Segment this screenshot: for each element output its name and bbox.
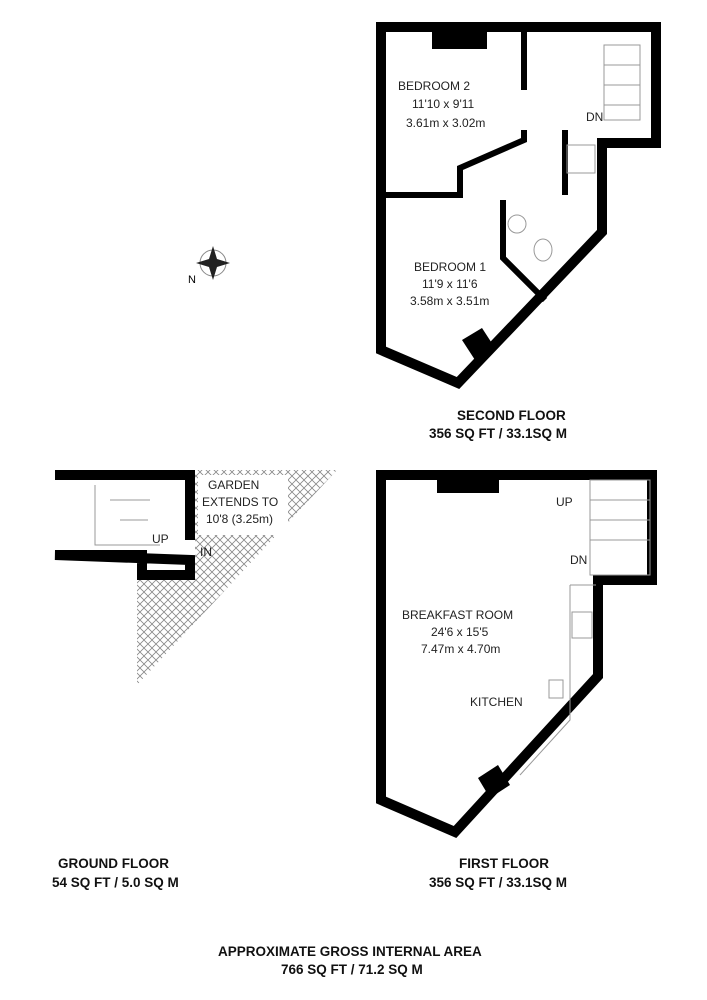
chimney-breast <box>432 27 487 49</box>
kitchen-counter <box>519 584 596 776</box>
room-imperial: 24'6 x 15'5 <box>431 625 489 639</box>
floor-title: GROUND FLOOR <box>58 856 169 871</box>
entrance-label: IN <box>200 545 212 559</box>
stairs-icon <box>589 479 651 576</box>
floor-area: 356 SQ FT / 33.1SQ M <box>429 426 567 441</box>
room-metric: 3.61m x 3.02m <box>406 116 485 130</box>
ground-floor-walls <box>54 470 195 580</box>
bathroom-walls <box>500 130 568 303</box>
stairs-icon <box>603 44 641 121</box>
stairs-label: UP <box>152 532 169 546</box>
first-floor-outer-walls <box>376 470 657 839</box>
stairs-down-label: DN <box>570 553 587 567</box>
floor-area: 356 SQ FT / 33.1SQ M <box>429 875 567 890</box>
stairs-label: DN <box>586 110 603 124</box>
ground-floor-plan: GARDEN EXTENDS TO 10'8 (3.25m) UP IN GRO… <box>52 470 337 890</box>
total-area-value: 766 SQ FT / 71.2 SQ M <box>281 962 423 977</box>
hob-icon <box>571 611 593 639</box>
room-name: BEDROOM 2 <box>398 79 470 93</box>
stairs-icon <box>94 485 160 546</box>
room-metric: 3.58m x 3.51m <box>410 294 489 308</box>
compass-icon: N <box>188 246 230 286</box>
room-imperial: 11'9 x 11'6 <box>422 277 478 291</box>
kitchen-sink-icon <box>548 679 564 699</box>
floor-title: FIRST FLOOR <box>459 856 549 871</box>
garden-label: EXTENDS TO <box>202 495 278 509</box>
bedroom2-walls <box>381 27 527 198</box>
room-name: BEDROOM 1 <box>414 260 486 274</box>
compass-north-label: N <box>188 274 196 286</box>
room-name: BREAKFAST ROOM <box>402 608 513 622</box>
floor-title: SECOND FLOOR <box>457 408 566 423</box>
garden-label: 10'8 (3.25m) <box>206 512 273 526</box>
toilet-icon <box>533 238 553 262</box>
stairs-up-label: UP <box>556 495 573 509</box>
first-floor-plan: BREAKFAST ROOM 24'6 x 15'5 7.47m x 4.70m… <box>376 470 657 890</box>
second-floor-outer-walls <box>376 22 661 389</box>
garden-label: GARDEN <box>208 478 259 492</box>
room-metric: 7.47m x 4.70m <box>421 642 500 656</box>
shower-icon <box>566 144 596 174</box>
sink-icon <box>507 214 527 234</box>
room-imperial: 11'10 x 9'11 <box>412 97 475 111</box>
total-area-title: APPROXIMATE GROSS INTERNAL AREA <box>218 944 482 959</box>
floor-area: 54 SQ FT / 5.0 SQ M <box>52 875 179 890</box>
kitchen-label: KITCHEN <box>470 695 523 709</box>
second-floor-plan: BEDROOM 2 11'10 x 9'11 3.61m x 3.02m BED… <box>376 22 661 441</box>
